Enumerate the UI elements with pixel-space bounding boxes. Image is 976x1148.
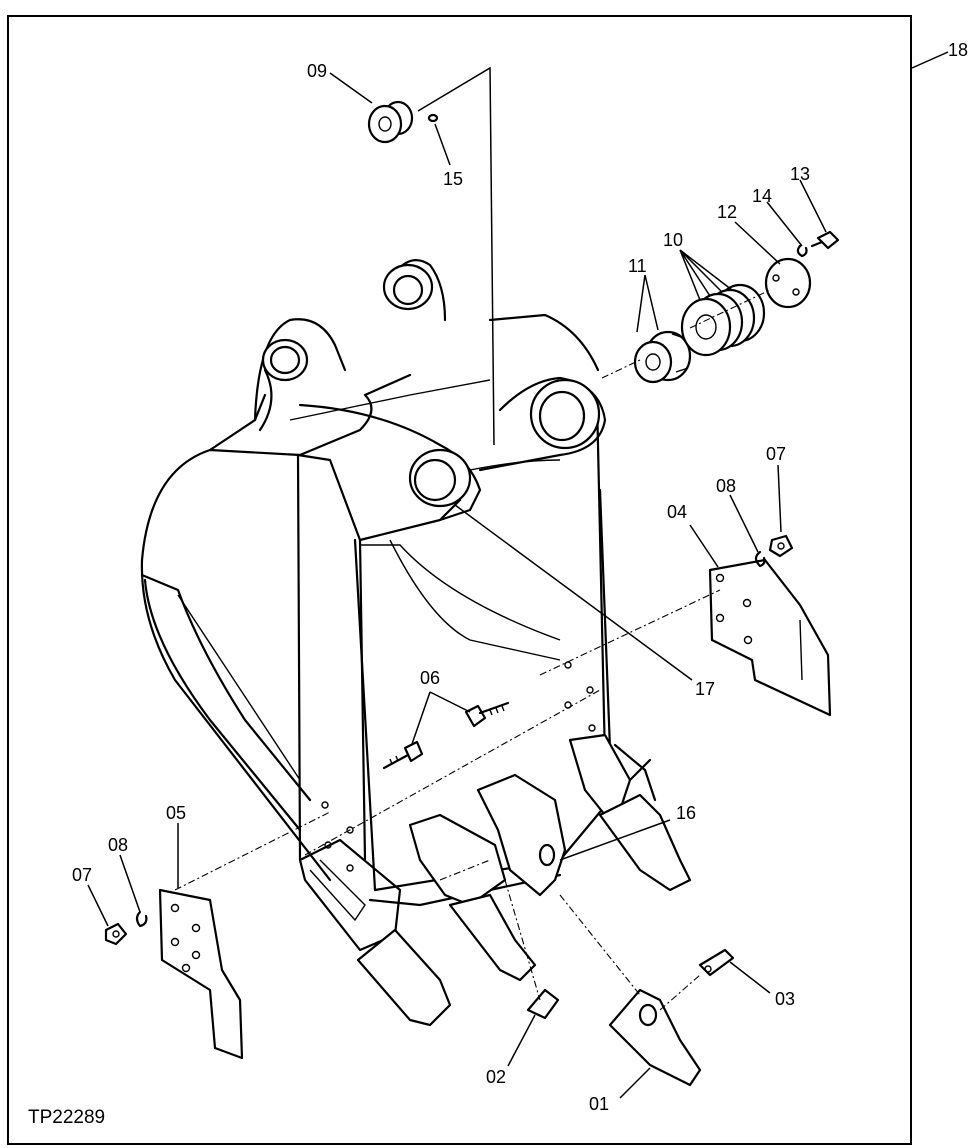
diagram-frame [7,15,912,1145]
callout-06: 06 [420,668,440,688]
bushing-11 [633,330,692,384]
callout-01: 01 [589,1094,609,1114]
callout-14: 14 [752,186,772,206]
callout-15: 15 [443,169,463,189]
side-cutter-04 [708,558,832,717]
mounting-bosses [253,259,607,522]
retainer-02 [526,988,560,1020]
teeth-row [298,733,692,1027]
nut-07-right [768,534,794,558]
pin-15 [427,113,439,123]
callout-04: 04 [667,502,687,522]
callout-07-left: 07 [72,865,92,885]
callout-10: 10 [663,230,683,250]
bolt-13 [810,230,840,250]
callout-16: 16 [676,803,696,823]
center-lines [174,289,771,1011]
callout-03: 03 [775,989,795,1009]
washer-08-left [135,910,148,928]
cap-09 [367,100,414,144]
plate-holes [321,661,596,872]
pin-03 [698,948,735,977]
callout-09: 09 [307,61,327,81]
side-cutter-05 [158,888,244,1060]
leader-lines [87,51,949,1099]
figure-id: TP22289 [28,1107,105,1128]
callout-08-left: 08 [108,835,128,855]
callout-13: 13 [790,164,810,184]
callout-12: 12 [717,202,737,222]
callout-02: 02 [486,1067,506,1087]
washer-14 [796,244,808,258]
callout-labels: 09 15 13 14 12 10 11 18 07 08 04 06 17 0… [72,40,968,1114]
retaining-plate-12 [764,257,812,309]
tooth-tip-01 [608,988,702,1087]
bolts-06 [382,701,510,770]
callout-05: 05 [166,803,186,823]
shims-10 [680,283,766,357]
callout-08-right: 08 [716,476,736,496]
callout-18: 18 [948,40,968,60]
washer-08-right [754,550,766,568]
callout-17: 17 [695,679,715,699]
callout-07-right: 07 [766,444,786,464]
callout-11: 11 [628,256,647,276]
nut-07-left [104,922,128,946]
